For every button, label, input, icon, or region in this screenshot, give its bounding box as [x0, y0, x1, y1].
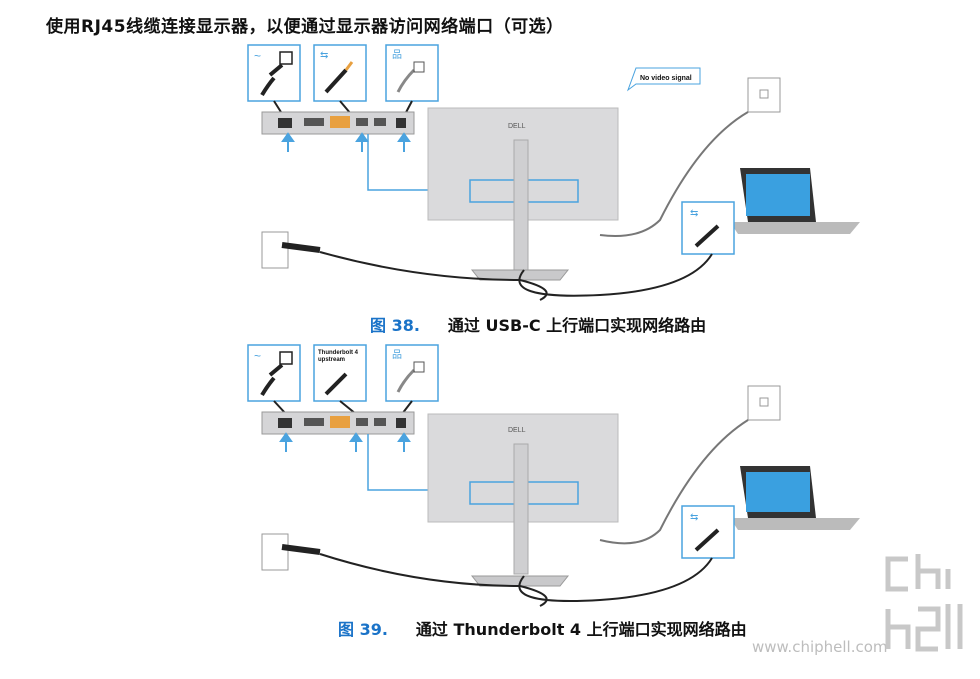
thunderbolt-connector-box: Thunderbolt 4 upstream: [313, 344, 367, 402]
chiphell-watermark-logo: [885, 554, 963, 652]
ethernet-connector-box-2: 品: [385, 344, 439, 402]
svg-text:No video signal: No video signal: [640, 75, 692, 82]
usb-c-connector-box: ⇆: [313, 44, 367, 102]
ethernet-connector-box: 品: [385, 44, 439, 102]
monitor-rear: DELL: [427, 107, 619, 281]
power-outlet: [261, 231, 321, 269]
figure-thunderbolt-routing: ~ Thunderbolt 4 upstream 品: [0, 340, 980, 640]
no-video-signal-callout: No video signal: [626, 67, 701, 92]
svg-text:DELL: DELL: [508, 427, 526, 434]
rear-io-panel-2: [261, 411, 415, 435]
figure-39-caption: 图 39. 通过 Thunderbolt 4 上行端口实现网络路由: [338, 616, 747, 640]
svg-text:⇆: ⇆: [690, 512, 698, 523]
port-arrows: [281, 132, 411, 152]
port-arrows-2: [279, 432, 411, 452]
svg-text:品: 品: [392, 49, 402, 61]
figure-usb-c-routing: ~ ⇆ 品: [0, 40, 980, 340]
svg-text:DELL: DELL: [508, 123, 526, 130]
laptop-usb-c-box: ⇆: [681, 201, 735, 255]
figure-38-text: 通过 USB-C 上行端口实现网络路由: [447, 316, 707, 335]
ethernet-wall-jack: [747, 77, 781, 113]
power-connector-box: ~: [247, 44, 301, 102]
svg-text:upstream: upstream: [318, 357, 345, 363]
power-connector-box-2: ~: [247, 344, 301, 402]
svg-text:~: ~: [254, 49, 261, 63]
figure-39-text: 通过 Thunderbolt 4 上行端口实现网络路由: [415, 620, 747, 639]
figure-38-number: 图 38.: [370, 316, 420, 335]
watermark-site: www.chiphell.com: [752, 638, 888, 656]
figure-illustration: ~ ⇆ 品: [247, 44, 860, 301]
svg-text:~: ~: [254, 349, 261, 363]
svg-text:品: 品: [392, 349, 402, 361]
laptop: [730, 168, 860, 234]
svg-text:⇆: ⇆: [690, 208, 698, 219]
power-outlet-2: [261, 533, 321, 571]
monitor-rear-2: DELL: [427, 413, 619, 587]
rear-io-panel: [261, 111, 415, 135]
figure-39-number: 图 39.: [338, 620, 388, 639]
figure-38-caption: 图 38. 通过 USB-C 上行端口实现网络路由: [370, 312, 706, 336]
page-heading: 使用RJ45线缆连接显示器，以便通过显示器访问网络端口（可选）: [46, 17, 564, 37]
svg-text:Thunderbolt 4: Thunderbolt 4: [318, 350, 359, 356]
figure-illustration-2: ~ Thunderbolt 4 upstream 品: [247, 344, 860, 607]
laptop-2: [730, 466, 860, 530]
laptop-usb-c-box-2: ⇆: [681, 505, 735, 559]
svg-text:⇆: ⇆: [320, 50, 328, 61]
ethernet-wall-jack-2: [747, 385, 781, 421]
